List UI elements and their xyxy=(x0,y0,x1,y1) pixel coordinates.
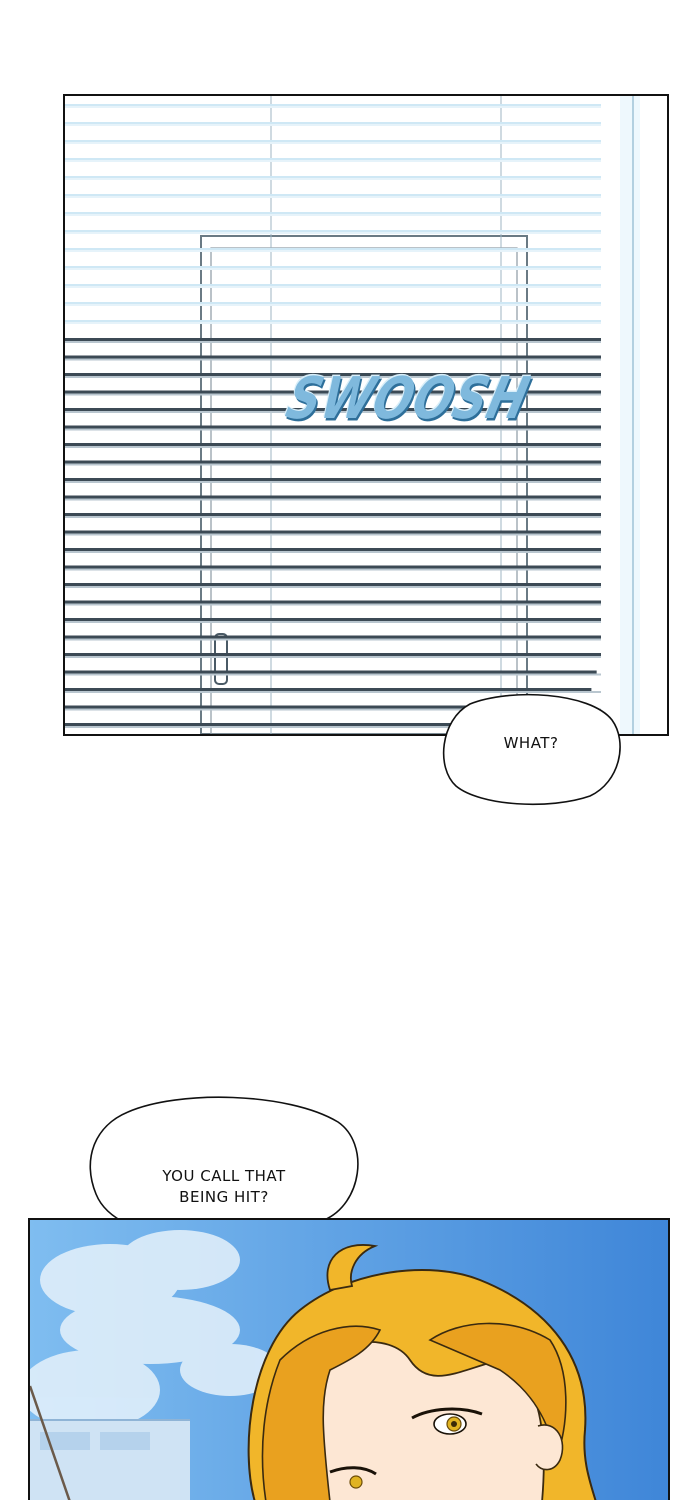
blind-slat xyxy=(65,408,601,411)
blind-slat-shade xyxy=(65,304,601,306)
blind-slat-shade xyxy=(65,196,601,198)
speech-text-what: WHAT? xyxy=(503,734,559,752)
blind-slat xyxy=(65,635,601,639)
character xyxy=(247,1244,597,1500)
blind-slat xyxy=(65,443,601,446)
boy-portrait-illustration xyxy=(30,1220,668,1500)
blind-slat-shade xyxy=(65,160,601,162)
blind-slat xyxy=(65,284,601,286)
speech-line-2: BEING HIT? xyxy=(179,1188,269,1206)
blind-slat xyxy=(65,122,601,124)
blind-slat xyxy=(65,390,601,394)
window-blinds-illustration xyxy=(65,96,667,734)
blind-slat xyxy=(65,723,581,726)
blind-slat xyxy=(65,583,601,586)
portrait-panel xyxy=(28,1218,670,1500)
blind-slat xyxy=(65,478,601,481)
blind-slat xyxy=(65,248,601,250)
blind-slat-shade xyxy=(65,603,601,606)
speech-bubble-shape xyxy=(442,693,621,806)
blind-slat xyxy=(65,302,601,304)
swoosh-sound-effect: SWOOSH xyxy=(280,364,537,432)
blind-slat xyxy=(65,495,601,499)
blind-slat xyxy=(65,600,601,604)
blind-slat xyxy=(65,373,601,376)
blind-slat xyxy=(65,513,601,516)
blind-slat xyxy=(65,688,592,691)
blind-slat xyxy=(65,618,601,621)
speech-line-1: YOU CALL THAT xyxy=(162,1167,286,1185)
blind-slat-shade xyxy=(65,232,601,234)
blind-slat xyxy=(65,338,601,341)
blind-slat-shade xyxy=(65,463,601,466)
blind-slat-shade xyxy=(65,726,601,728)
blind-slat xyxy=(65,320,601,322)
blind-slat-shade xyxy=(65,446,601,448)
door-frame xyxy=(200,235,528,734)
blind-slat xyxy=(65,355,601,359)
blind-slat xyxy=(65,266,601,268)
blinds-panel: SWOOSH xyxy=(63,94,669,736)
blind-slat-shade xyxy=(65,498,601,501)
eye-left xyxy=(329,1466,377,1476)
blind-slat xyxy=(65,653,601,656)
building xyxy=(30,1419,190,1500)
blind-slat-shade xyxy=(65,214,601,216)
blind-slat xyxy=(65,104,601,106)
blind-slat xyxy=(65,670,597,674)
speech-bubble-what: WHAT? xyxy=(440,690,622,808)
blind-slat xyxy=(65,425,601,429)
speech-text-being-hit: YOU CALL THAT BEING HIT? xyxy=(88,1166,360,1208)
blind-slat-shade xyxy=(65,638,601,641)
blind-slat xyxy=(65,548,601,551)
window-edge-light xyxy=(620,96,640,734)
wall-background xyxy=(65,96,667,734)
pole xyxy=(30,1385,71,1500)
blind-slat xyxy=(65,230,601,232)
blind-slat-shade xyxy=(65,656,601,658)
blind-slat-shade xyxy=(65,286,601,288)
blind-slat-shade xyxy=(65,341,601,343)
blind-slat-shade xyxy=(65,106,601,108)
blind-slat xyxy=(65,212,601,214)
clouds xyxy=(30,1230,280,1430)
blind-slat xyxy=(65,140,601,142)
blind-slat-shade xyxy=(65,568,601,571)
blind-slat-shade xyxy=(65,586,601,588)
blind-slat-shade xyxy=(65,708,601,711)
blind-slat-shade xyxy=(65,428,601,431)
blind-slat-shade xyxy=(65,376,601,378)
blind-slat-shade xyxy=(65,124,601,126)
ear xyxy=(535,1424,564,1471)
blind-slat-shade xyxy=(65,516,601,518)
blind-slat-shade xyxy=(65,551,601,553)
blind-slat xyxy=(65,565,601,569)
blind-slat-shade xyxy=(65,533,601,536)
blind-slat-shade xyxy=(65,268,601,270)
blind-slat-shade xyxy=(65,691,601,693)
blind-slat-shade xyxy=(65,673,601,676)
blind-slats xyxy=(65,104,601,728)
blind-slat xyxy=(65,176,601,178)
blind-slat-shade xyxy=(65,411,601,413)
blind-slat-shade xyxy=(65,358,601,361)
blind-slat xyxy=(65,158,601,160)
blind-slat xyxy=(65,530,601,534)
blind-slat xyxy=(65,194,601,196)
blind-slat-shade xyxy=(65,393,601,396)
blind-slat-shade xyxy=(65,178,601,180)
blind-slat-shade xyxy=(65,621,601,623)
blind-slat-shade xyxy=(65,322,601,324)
blind-slat xyxy=(65,705,587,709)
blind-slat-shade xyxy=(65,481,601,483)
blind-slat-shade xyxy=(65,250,601,252)
blind-slat-shade xyxy=(65,142,601,144)
blind-slat xyxy=(65,460,601,464)
door-handle xyxy=(214,633,228,685)
